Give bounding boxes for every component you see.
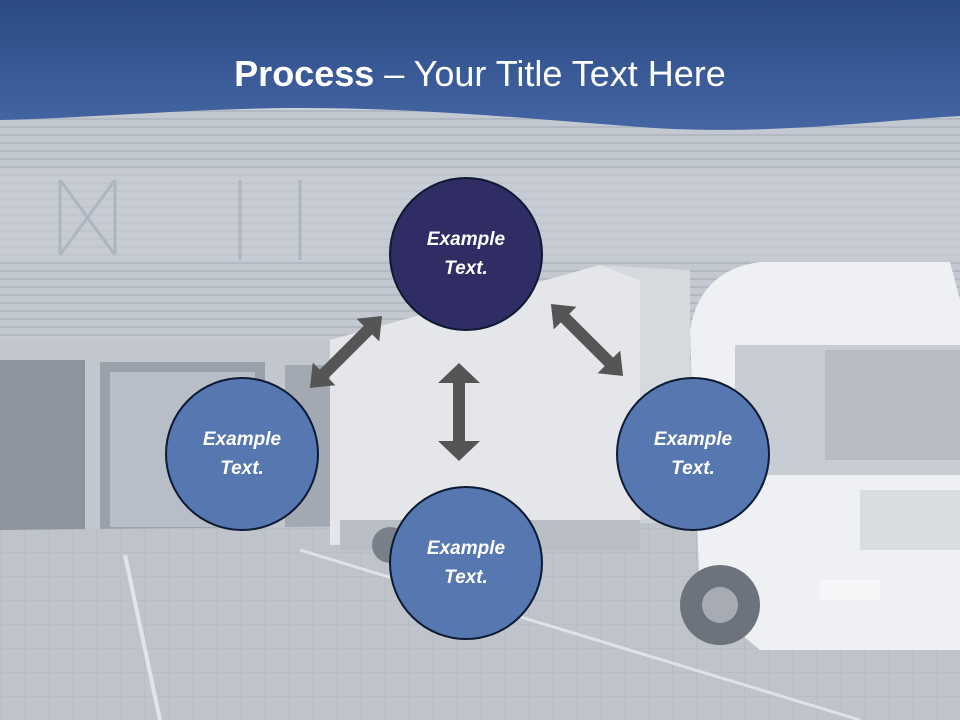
process-circle-left[interactable]: Example Text.: [165, 377, 319, 531]
process-circle-bottom[interactable]: Example Text.: [389, 486, 543, 640]
slide-title: Process – Your Title Text Here: [0, 52, 960, 96]
process-circle-right[interactable]: Example Text.: [616, 377, 770, 531]
title-rest-part: – Your Title Text Here: [374, 53, 726, 94]
process-circle-top[interactable]: Example Text.: [389, 177, 543, 331]
title-bold-part: Process: [234, 53, 375, 94]
